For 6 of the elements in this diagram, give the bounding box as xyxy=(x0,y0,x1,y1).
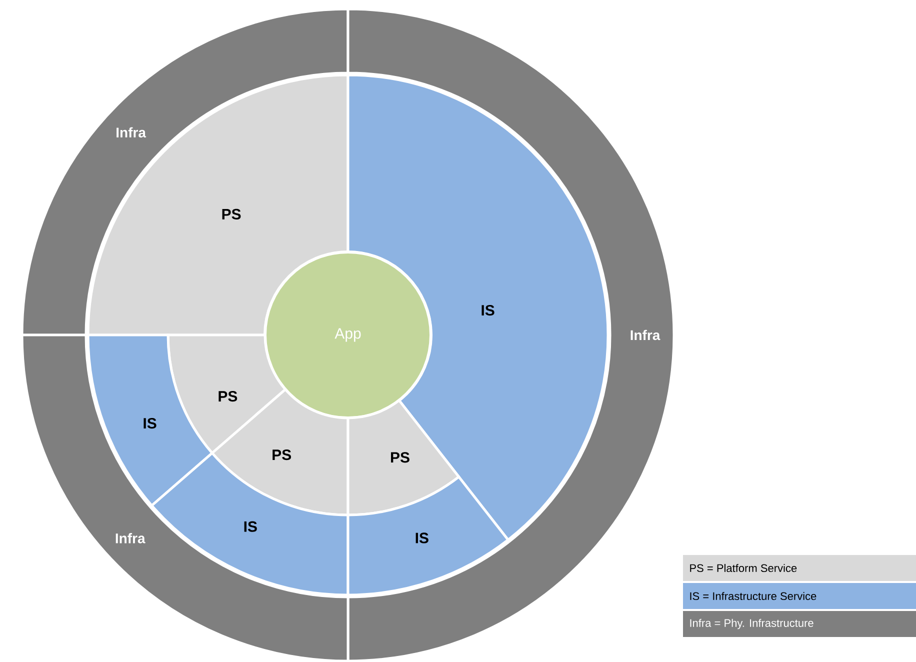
ring-segment: IS xyxy=(346,476,510,596)
legend-entry: Infra = Phy. Infrastructure xyxy=(683,611,916,637)
ring-segment: PS xyxy=(346,399,460,516)
legend-entry: IS = Infrastructure Service xyxy=(683,583,916,609)
legend-entry: PS = Platform Service xyxy=(683,555,916,581)
ring-segment: IS xyxy=(86,334,214,507)
